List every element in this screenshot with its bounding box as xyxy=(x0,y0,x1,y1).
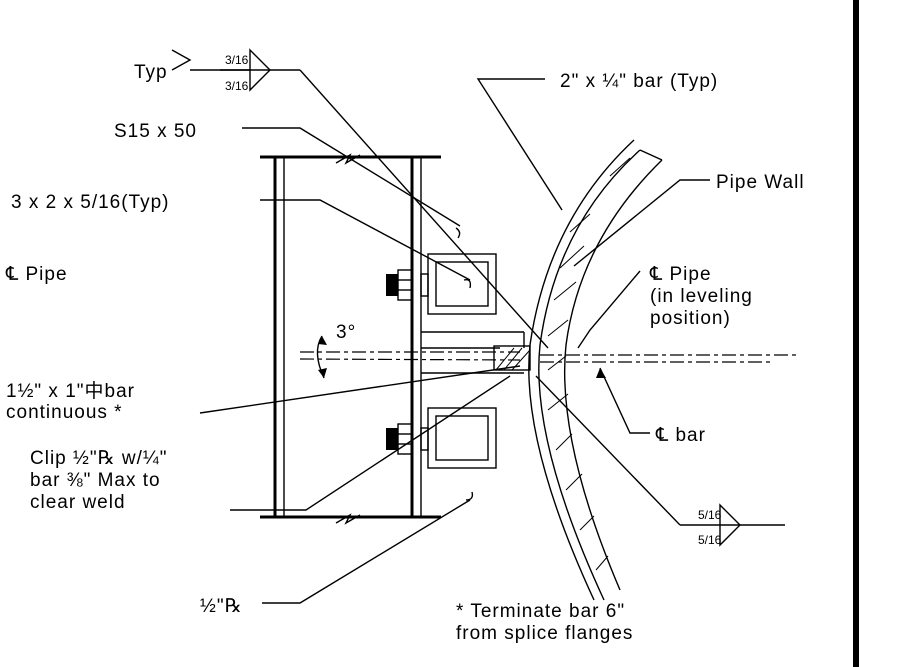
angle-degree-label: 3° xyxy=(336,322,356,343)
angle-arrow-bottom xyxy=(318,368,327,378)
cl-pipe-right-label-2: (in leveling xyxy=(650,286,753,307)
upper-bolt xyxy=(386,269,429,301)
s15-beam xyxy=(260,153,441,525)
bar-typ-label: 2" x ¼" bar (Typ) xyxy=(560,71,718,92)
weld-top-fraction-lower: 3/16 xyxy=(225,79,249,93)
angle-label: 3 x 2 x 5/16(Typ) xyxy=(11,192,170,213)
clip-label-line3: clear weld xyxy=(30,492,126,513)
bar-label-line1: 1½" x 1"中bar xyxy=(6,380,135,402)
pipe-wall-label: Pipe Wall xyxy=(716,172,805,193)
note-line2: from splice flanges xyxy=(456,623,633,644)
angle-arrow-top xyxy=(318,336,327,345)
cl-pipe-right-label-1: ℄ Pipe xyxy=(649,264,712,285)
s15-label: S15 x 50 xyxy=(114,121,197,142)
weld-bottom-fraction-lower: 5/16 xyxy=(698,533,722,547)
pipe-wall xyxy=(528,139,663,601)
weld-bottom-fraction-upper: 5/16 xyxy=(698,508,722,522)
clip-label-line2: bar ⅜" Max to xyxy=(30,470,161,491)
lower-bolt xyxy=(386,423,429,455)
bar-label-line2: continuous * xyxy=(6,402,123,423)
cl-bar-line-left xyxy=(299,358,521,361)
cl-pipe-right-label-3: position) xyxy=(650,308,731,329)
plate-label: ½"℞ xyxy=(200,596,243,617)
cl-bar-label: ℄ bar xyxy=(655,425,706,446)
typ-label: Typ xyxy=(134,62,168,83)
weld-top-fraction-upper: 3/16 xyxy=(225,53,249,67)
cl-pipe-left-label: ℄ Pipe xyxy=(5,264,68,285)
leaders xyxy=(171,48,785,604)
note-line1: * Terminate bar 6" xyxy=(456,601,625,622)
lower-angle xyxy=(427,407,497,469)
clip-label-line1: Clip ½"℞ w/¼" xyxy=(30,448,168,469)
